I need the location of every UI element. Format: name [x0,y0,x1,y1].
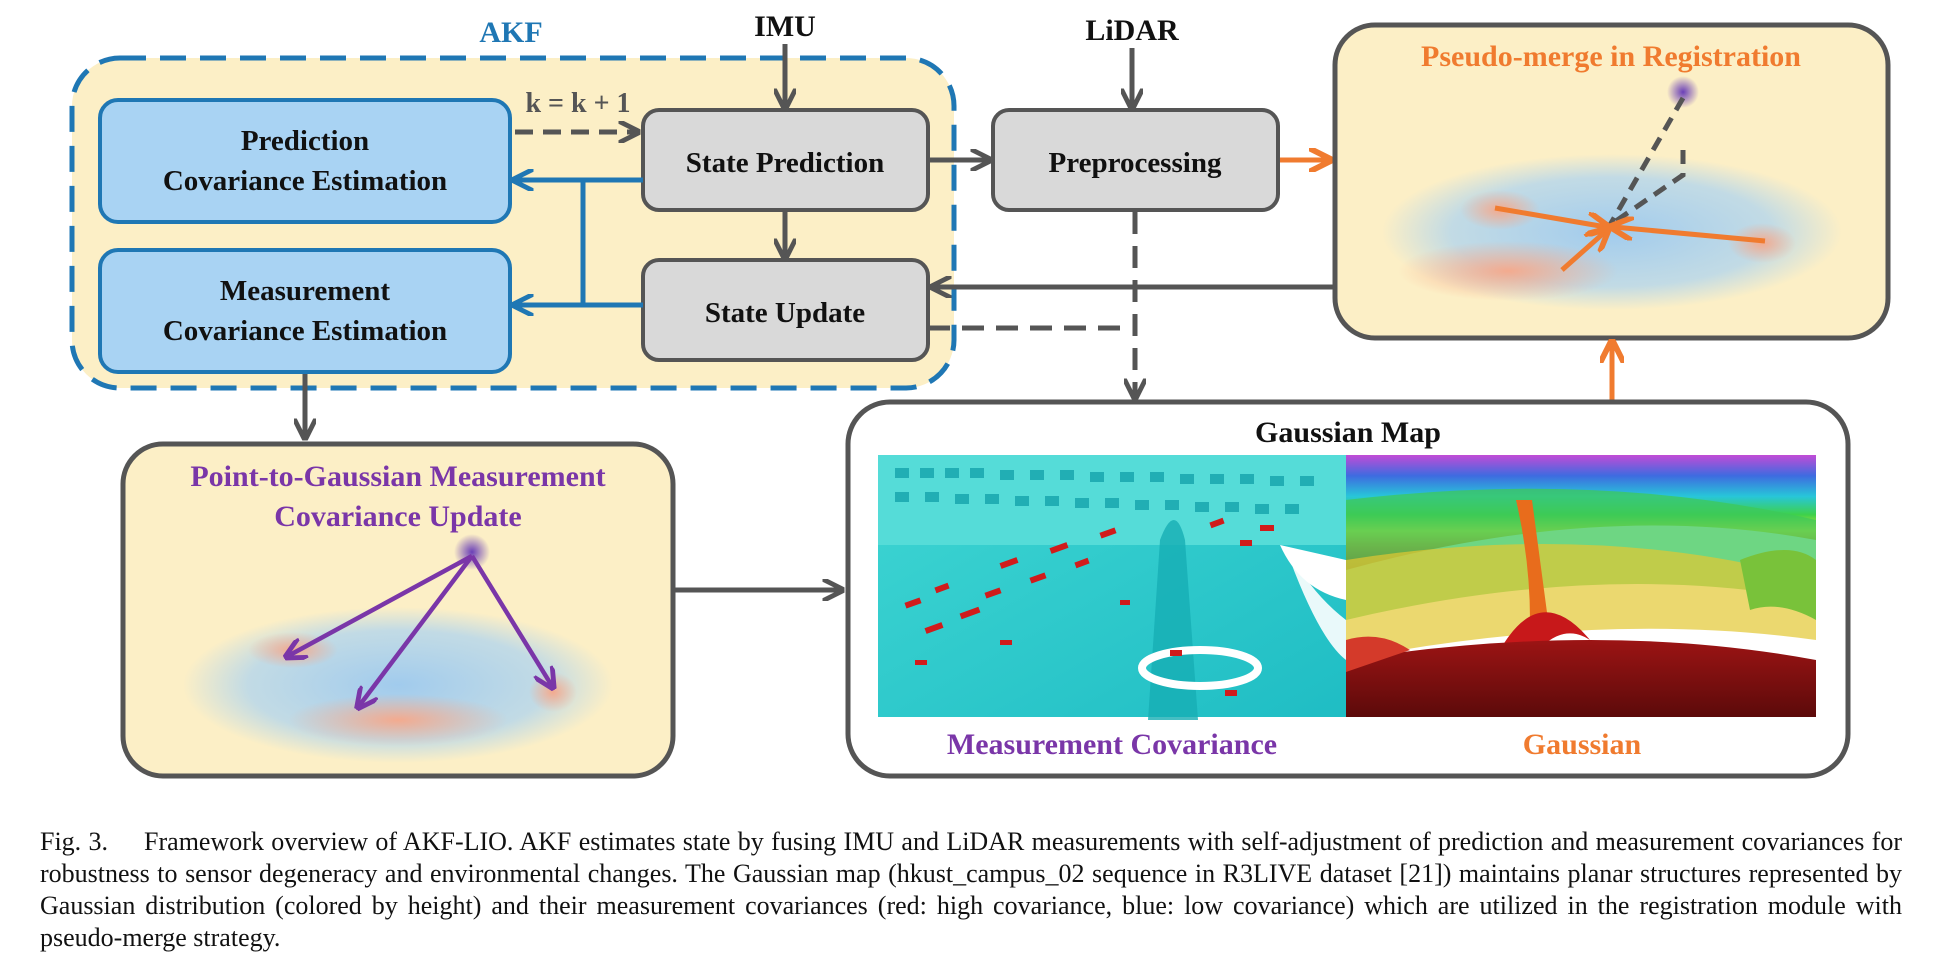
pseudo-merge-title: Pseudo-merge in Registration [1421,40,1801,73]
caption-text: Framework overview of AKF-LIO. AKF estim… [40,827,1902,952]
pseudo-merge-dashed-1 [1607,96,1686,227]
p2g-panel: Point-to-Gaussian Measurement Covariance… [120,441,676,779]
k-update-label: k = k + 1 [525,88,630,119]
figure-label: Fig. 3. [40,827,109,856]
p2g-arrow-1 [288,554,474,656]
measurement-covariance-label: Measurement Covariance [947,728,1277,761]
pseudo-merge-arrow-bottom [1560,231,1606,272]
gaussian-map-panel: Gaussian Map [845,399,1851,779]
pseudo-merge-dashed-2 [1608,150,1686,228]
gaussian-map-title: Gaussian Map [1255,416,1441,449]
pseudo-merge-panel: Pseudo-merge in Registration [1332,22,1891,341]
preprocessing-box: Preprocessing [991,108,1280,212]
prediction-cov-line1: Prediction [241,125,369,157]
p2g-title-line2: Covariance Update [274,500,521,533]
state-prediction-label: State Prediction [686,147,884,179]
measurement-cov-line1: Measurement [220,275,391,307]
p2g-arrow-2 [359,554,474,706]
state-prediction-box: State Prediction [641,108,930,212]
measurement-covariance-image [878,455,1346,720]
akf-label: AKF [479,16,542,49]
figure-caption: Fig. 3.Framework overview of AKF-LIO. AK… [40,826,1902,954]
gaussian-image [1346,455,1816,717]
gaussian-label: Gaussian [1523,728,1642,761]
state-update-label: State Update [705,297,865,329]
measurement-covariance-box: Measurement Covariance Estimation [98,248,512,374]
imu-label: IMU [754,10,816,43]
lidar-label: LiDAR [1085,14,1179,47]
prediction-covariance-box: Prediction Covariance Estimation [98,98,512,224]
measurement-cov-line2: Covariance Estimation [163,315,447,347]
prediction-cov-line2: Covariance Estimation [163,165,447,197]
framework-diagram: AKF IMU LiDAR Prediction Covariance Esti… [69,10,1891,779]
preprocessing-label: Preprocessing [1049,147,1222,179]
pseudo-merge-arrow-right [1614,227,1766,244]
p2g-arrow-3 [470,554,552,686]
state-update-box: State Update [641,258,930,362]
p2g-title-line1: Point-to-Gaussian Measurement [190,460,605,493]
